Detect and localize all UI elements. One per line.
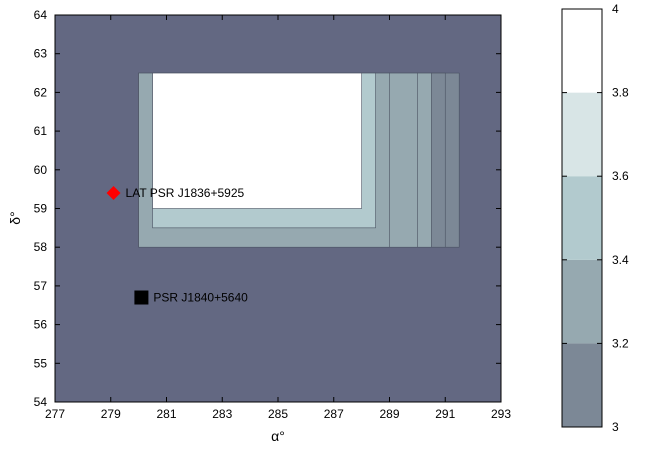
y-tick-label: 60 bbox=[34, 163, 48, 177]
colorbar-tick-label: 3 bbox=[612, 420, 619, 434]
marker-label: LAT PSR J1836+5925 bbox=[126, 186, 245, 200]
colorbar-level-3 bbox=[562, 176, 602, 260]
colorbar-level-5 bbox=[562, 9, 602, 93]
x-tick-label: 293 bbox=[491, 407, 511, 421]
y-tick-label: 56 bbox=[34, 318, 48, 332]
x-tick-label: 289 bbox=[379, 407, 399, 421]
y-tick-label: 54 bbox=[34, 395, 48, 409]
y-axis-label: δ° bbox=[7, 211, 23, 224]
y-tick-label: 64 bbox=[34, 8, 48, 22]
marker-lat-psr-j1836 bbox=[106, 186, 121, 201]
y-tick-label: 55 bbox=[34, 356, 48, 370]
heatmap-region-7 bbox=[152, 72, 362, 209]
x-tick-label: 279 bbox=[101, 407, 121, 421]
y-tick-label: 61 bbox=[34, 124, 48, 138]
colorbar-frame bbox=[561, 8, 603, 428]
colorbar-level-1 bbox=[562, 343, 602, 427]
colorbar-tick-label: 3.4 bbox=[612, 253, 629, 267]
y-tick-label: 62 bbox=[34, 85, 48, 99]
colorbar-tick-label: 3.6 bbox=[612, 169, 629, 183]
marker-psr-j1840 bbox=[134, 290, 149, 305]
x-tick-label: 287 bbox=[324, 407, 344, 421]
colorbar-tick-label: 3.8 bbox=[612, 86, 629, 100]
x-tick-label: 291 bbox=[435, 407, 455, 421]
y-tick-label: 63 bbox=[34, 47, 48, 61]
x-tick-label: 277 bbox=[45, 407, 65, 421]
colorbar-tick-label: 3.2 bbox=[612, 336, 629, 350]
marker-label: PSR J1840+5640 bbox=[153, 291, 248, 305]
x-axis-label: α° bbox=[271, 428, 285, 444]
y-tick-label: 58 bbox=[34, 240, 48, 254]
x-tick-label: 281 bbox=[156, 407, 176, 421]
x-tick-label: 283 bbox=[212, 407, 232, 421]
y-tick-label: 59 bbox=[34, 202, 48, 216]
colorbar-level-2 bbox=[562, 259, 602, 344]
y-tick-label: 57 bbox=[34, 279, 48, 293]
x-tick-label: 285 bbox=[268, 407, 288, 421]
colorbar-tick-label: 4 bbox=[612, 2, 619, 16]
colorbar-level-4 bbox=[562, 92, 602, 177]
